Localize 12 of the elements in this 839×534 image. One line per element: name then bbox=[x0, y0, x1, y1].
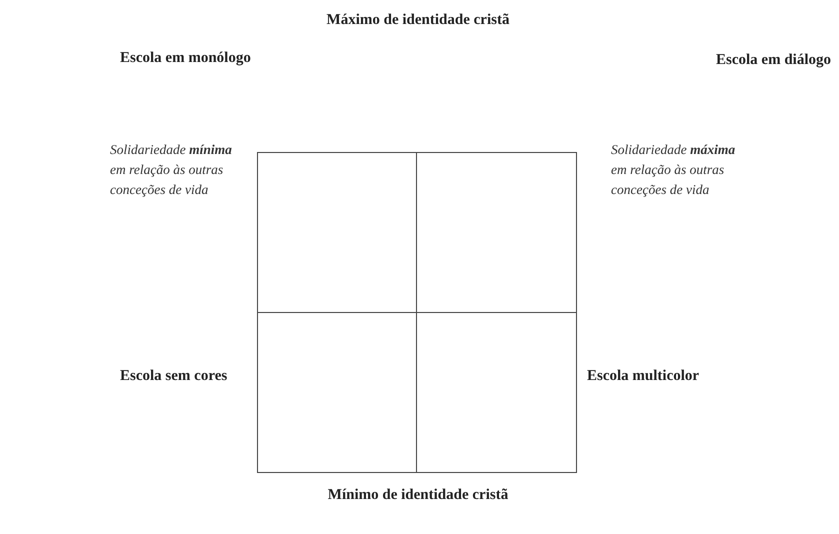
quadrant-box bbox=[257, 152, 417, 313]
quadrant-box bbox=[257, 312, 417, 473]
description-text: Solidariedade máxima em relação às outras conceções de vida bbox=[611, 141, 736, 199]
quadrant-label: Escola multicolor bbox=[587, 368, 700, 385]
quadrant-box bbox=[416, 312, 577, 473]
quadrant-label: Escola em monólogo bbox=[120, 50, 251, 67]
axis-label: Máximo de identidade cristã bbox=[326, 12, 510, 29]
quadrant-box bbox=[416, 152, 577, 313]
quadrant-label: Escola sem cores bbox=[120, 368, 228, 385]
axis-label: Mínimo de identidade cristã bbox=[328, 487, 508, 504]
quadrant-label: Escola em diálogo bbox=[716, 52, 831, 69]
description-text: Solidariedade mínima em relação às outras conceções de vida bbox=[110, 141, 233, 199]
